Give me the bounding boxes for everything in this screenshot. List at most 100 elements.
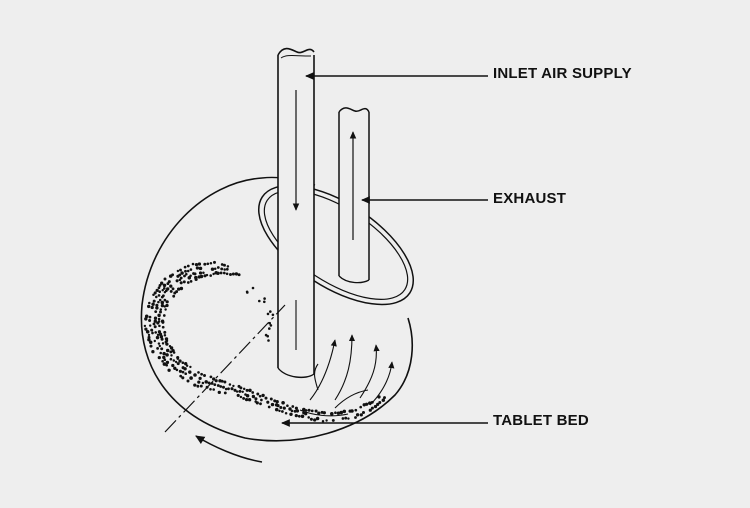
tablet-dot	[153, 319, 157, 323]
tablet-dot	[300, 414, 305, 419]
tablet-dot	[286, 404, 289, 408]
tablet-dot	[155, 303, 159, 307]
tablet-dot	[175, 368, 179, 372]
tablet-dot	[254, 397, 258, 401]
tablet-dot	[288, 407, 292, 411]
tablet-dot	[264, 396, 268, 400]
pan-body	[140, 177, 414, 442]
tablet-dot	[245, 394, 250, 398]
tablet-dot	[176, 269, 180, 273]
tablet-dot	[204, 380, 208, 384]
tablet-dot	[176, 357, 180, 360]
tablet-dot	[198, 376, 202, 381]
tablet-dot	[355, 413, 360, 417]
tablet-dot	[223, 380, 227, 384]
tablet-dot	[198, 266, 203, 271]
tablet-dot	[157, 286, 161, 290]
tablet-dot	[310, 409, 314, 413]
tablet-dot	[263, 297, 266, 300]
tablet-dot	[266, 334, 270, 338]
tablet-dot	[341, 417, 345, 420]
tablet-dot	[148, 319, 152, 322]
tablet-dot	[232, 384, 235, 388]
tablet-dot	[143, 324, 147, 328]
tablet-dot	[159, 308, 163, 311]
tablet-dot	[155, 288, 159, 293]
tablet-dot	[161, 288, 164, 292]
tablet-dot	[144, 314, 149, 319]
tablet-dot	[173, 291, 177, 295]
tablet-dot	[203, 262, 207, 266]
tablet-dot	[187, 276, 192, 280]
tablet-dot	[197, 262, 202, 266]
tablet-dot	[222, 385, 225, 389]
tablet-dot	[165, 342, 169, 346]
tablet-dot	[161, 342, 165, 345]
tablet-dot	[339, 410, 343, 415]
tablet-dot	[159, 310, 162, 314]
tablet-dot	[239, 395, 243, 399]
tablet-dot	[184, 362, 188, 366]
tablet-dot	[186, 281, 190, 284]
tablet-dot	[184, 372, 188, 376]
tablet-dot	[256, 392, 260, 396]
tablet-dot	[244, 397, 249, 402]
tablet-dot	[239, 386, 243, 390]
tablet-dot	[278, 409, 281, 413]
tablet-dot	[197, 371, 200, 374]
tablet-dot	[183, 367, 187, 371]
tablet-dot	[210, 267, 215, 271]
tablet-dot	[172, 294, 176, 298]
tablet-dot	[203, 374, 206, 377]
tablet-dot	[206, 262, 210, 266]
tablet-dot	[147, 333, 151, 337]
tablet-dot	[169, 350, 173, 354]
tablet-dot	[342, 409, 347, 414]
tablet-dot	[307, 416, 310, 419]
tablet-dot	[266, 312, 270, 316]
tablet-dot	[315, 416, 320, 421]
tablet-dot	[263, 300, 266, 304]
tablet-dot	[188, 370, 192, 374]
tablet-dot	[313, 418, 317, 422]
tablet-dot	[202, 271, 205, 275]
tablet-dot	[165, 353, 169, 357]
tablet-dot	[153, 339, 156, 343]
tablet-dot	[189, 280, 193, 283]
tablet-dot	[186, 264, 190, 268]
tablet-dot	[220, 379, 224, 383]
tablet-dot	[192, 272, 195, 275]
tablet-dot	[165, 303, 169, 308]
tablet-dot	[321, 419, 325, 423]
tablet-dot	[368, 408, 372, 412]
tablet-dot	[334, 411, 337, 415]
tablet-dot	[179, 276, 183, 280]
tablet-dot	[165, 348, 170, 353]
tablet-dot	[162, 351, 166, 356]
tablet-dot	[290, 409, 294, 413]
tablet-dot	[160, 337, 164, 341]
tablet-dot	[176, 274, 180, 278]
tablet-dot	[223, 263, 226, 267]
tablet-dot	[212, 388, 215, 391]
tablet-dot	[223, 268, 226, 271]
tablet-dot	[347, 417, 350, 420]
rotation-axis	[164, 304, 286, 433]
tablet-dot	[179, 286, 184, 291]
tablet-dot	[148, 301, 151, 305]
tablet-dot	[191, 262, 195, 266]
tablet-dot	[228, 383, 232, 386]
tablet-dot	[179, 281, 183, 285]
tablet-dot	[195, 266, 200, 270]
tablet-dot	[182, 280, 186, 284]
tablet-dot	[212, 377, 216, 381]
tablet-dot	[267, 339, 270, 342]
tablet-dot	[158, 324, 161, 328]
tablet-dot	[377, 395, 381, 399]
tablet-dot	[273, 399, 277, 403]
tablet-dot	[165, 363, 169, 367]
tablet-dot	[330, 412, 334, 416]
tablet-dot	[216, 384, 220, 387]
